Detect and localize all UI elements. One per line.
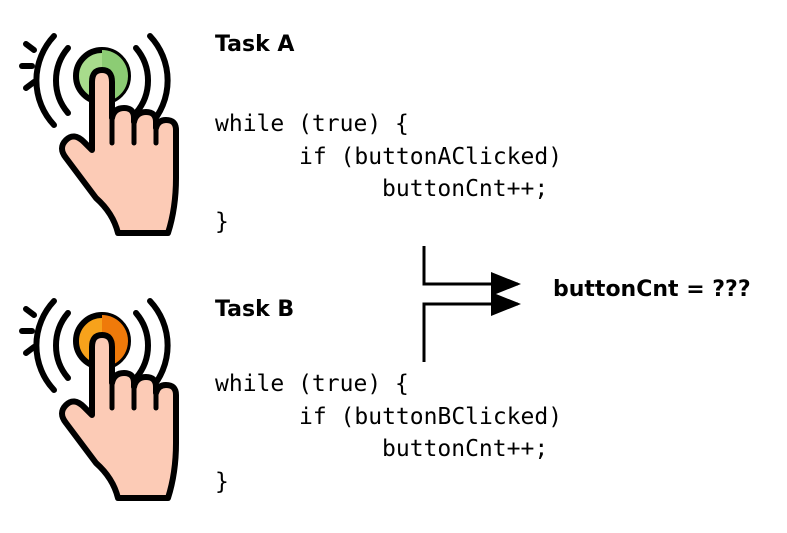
result-label: buttonCnt = ??? xyxy=(553,277,751,302)
code-line: buttonCnt++; xyxy=(382,436,549,462)
arrow-from-task-a xyxy=(422,246,521,296)
task-b-code: while (true) { if (buttonBClicked) buttonC… xyxy=(215,368,562,498)
arrow-from-task-b xyxy=(422,292,521,362)
code-line: } xyxy=(215,208,229,235)
pointing-hand-svg-b xyxy=(19,298,179,501)
task-b-title: Task B xyxy=(215,297,295,322)
code-line: while (true) { xyxy=(215,371,409,397)
pointing-hand-svg-a xyxy=(19,33,179,236)
task-a-code: while (true) { if (buttonAClicked) buttonC… xyxy=(215,108,562,238)
task-a-title: Task A xyxy=(215,32,295,57)
hand-press-icon-a xyxy=(18,18,188,247)
code-line: while (true) { xyxy=(215,111,409,137)
hand-press-icon-b xyxy=(18,283,188,512)
code-line: if (buttonBClicked) xyxy=(299,403,563,430)
merge-arrows xyxy=(422,246,521,362)
code-line: if (buttonAClicked) xyxy=(299,143,563,170)
code-line: buttonCnt++; xyxy=(382,176,549,202)
code-line: } xyxy=(215,468,229,495)
